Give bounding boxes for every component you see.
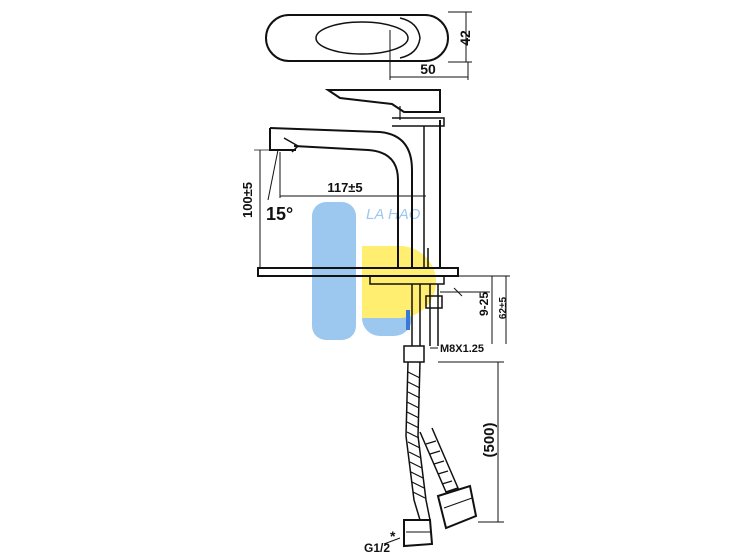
top-view-handle [315, 21, 409, 55]
lever-handle [324, 89, 441, 113]
countertop: 9-25 62±5 [257, 267, 510, 344]
body-cap [392, 117, 445, 127]
watermark-text: LA HAO [366, 206, 421, 223]
top-view-body-arc [399, 17, 421, 59]
hose-left-edge [405, 361, 421, 521]
dim-top-height-label: 42 [457, 30, 473, 46]
faucet-body [269, 89, 445, 268]
hose-connector-nut-right [436, 484, 478, 530]
deck-hatch-mark [453, 287, 463, 297]
dim-mount-height-label: 62±5 [498, 296, 509, 319]
hose-braid-left [406, 371, 426, 499]
clamp-washer [369, 275, 445, 285]
top-view-outline [265, 14, 449, 62]
flexible-hose [403, 345, 478, 548]
top-view: 42 50 [265, 11, 473, 80]
watermark-blue-bar [312, 202, 356, 340]
hose-dimension: (500) [438, 361, 504, 523]
spout-tip [269, 128, 296, 151]
dim-spout-height-label: 100±5 [240, 182, 255, 218]
connector-asterisk: * [390, 528, 396, 544]
spout-top-curve [269, 127, 413, 268]
hose-branch [419, 427, 460, 493]
dim-angle-ray [267, 149, 279, 201]
watermark-yellow-shape [362, 246, 436, 318]
hose-connector-nut-left [403, 519, 434, 548]
mounting-assembly: M8X1.25 [369, 248, 484, 355]
nut-right-detail [443, 497, 473, 509]
thread-label: M8X1.25 [440, 343, 484, 355]
connector-leader [383, 537, 401, 545]
spout-bottom-curve [293, 145, 399, 268]
hose-ferrule [403, 345, 425, 363]
dim-hose-length-label: (500) [481, 422, 498, 457]
watermark-logo: LA HAO [312, 202, 436, 340]
lock-nut [425, 295, 443, 309]
dim-spout-reach-label: 117±5 [327, 180, 362, 195]
hose-braid-right [425, 440, 453, 485]
dim-deck-thickness-label: 9-25 [477, 292, 491, 316]
dim-spout-angle-label: 15° [266, 204, 293, 224]
spout-dimensions: 100±5 117±5 15° [240, 149, 426, 268]
deck-plate [257, 267, 459, 277]
dim-top-width-label: 50 [420, 61, 436, 77]
connector-label: G1/2 [364, 541, 390, 555]
connector-callout: * G1/2 [364, 528, 401, 555]
